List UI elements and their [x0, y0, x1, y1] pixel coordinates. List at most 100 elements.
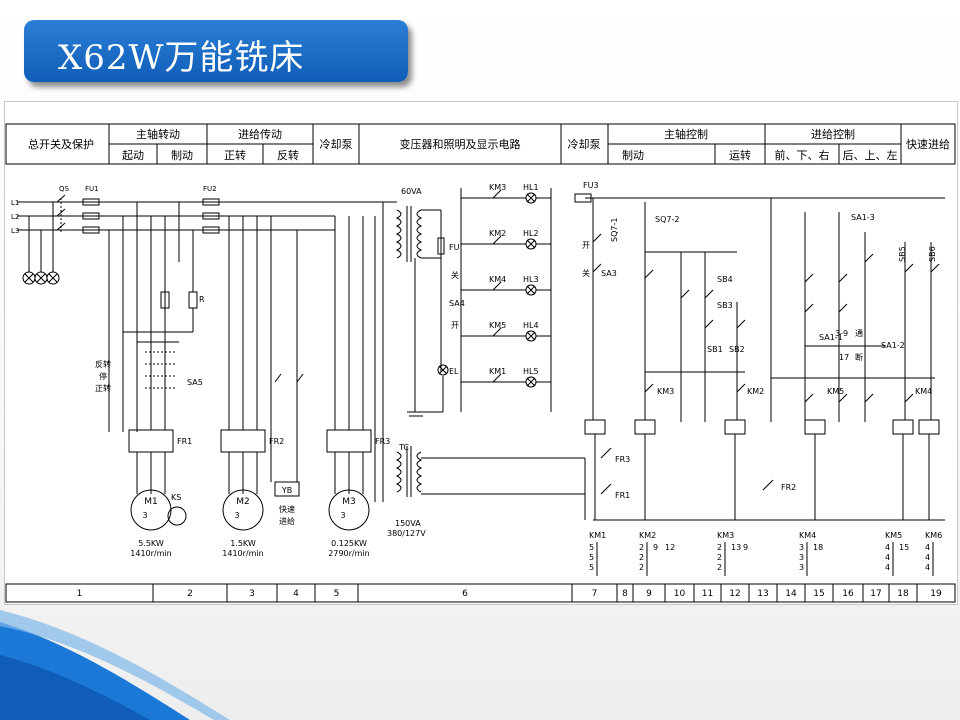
- lamp-hl-label: HL5: [523, 367, 539, 376]
- contact-table-value: 2: [717, 563, 722, 572]
- contactor-coil: [724, 419, 746, 435]
- lamp-contact: [492, 189, 502, 199]
- label-break: 断: [855, 352, 863, 362]
- lamp-km-label: KM5: [489, 321, 506, 330]
- hdr-back-up-left: 后、上、左: [843, 149, 898, 162]
- lamp-hl-label: HL2: [523, 229, 539, 238]
- label-tc: TC: [398, 443, 409, 452]
- zone-number-14: 14: [785, 589, 797, 599]
- hdr-forward: 正转: [224, 148, 246, 162]
- contact-table-value: 2: [639, 553, 644, 562]
- contactor-coil: [892, 419, 914, 435]
- label-fu: FU: [449, 243, 460, 252]
- hdr-feed-control: 进给控制: [811, 127, 855, 141]
- label-sa1-1: SA1-1: [819, 333, 843, 342]
- coil-label: KM5: [827, 387, 844, 396]
- contact-table-value: 4: [925, 553, 930, 562]
- zone-number-18: 18: [897, 589, 909, 599]
- contact-table-value: 4: [925, 563, 930, 572]
- m2-name: M2: [236, 497, 250, 507]
- m2-power: 1.5KW: [230, 539, 256, 548]
- contact-table-km: KM4: [799, 531, 816, 540]
- lamp-contact: [492, 327, 502, 337]
- contact-table-value: 4: [925, 543, 930, 552]
- power-lines: [17, 194, 335, 285]
- control-circuit: [574, 193, 945, 521]
- label-duan-num: 17: [839, 353, 849, 362]
- contact-table-value: 2: [717, 553, 722, 562]
- lamp-contact: [492, 235, 502, 245]
- transformer-circuit: [335, 188, 585, 502]
- label-voltage: 380/127V: [387, 529, 426, 538]
- label-quick-2: 进给: [279, 516, 295, 526]
- zone-number-7: 7: [592, 589, 598, 599]
- header-table: [5, 123, 956, 165]
- m3-speed: 2790r/min: [328, 549, 369, 558]
- label-sb6: SB6: [928, 246, 937, 262]
- hdr-feed-drive: 进给传动: [238, 128, 282, 141]
- label-sb1: SB1: [707, 345, 723, 354]
- label-sa1-3: SA1-3: [851, 213, 875, 222]
- contact-table-value: 13: [731, 543, 741, 552]
- label-yb: YB: [281, 486, 292, 495]
- contact-table-value: 3: [799, 563, 804, 572]
- label-dir-reverse: 反转: [95, 359, 111, 369]
- zone-number-4: 4: [293, 589, 299, 599]
- label-fu1: FU1: [85, 185, 99, 193]
- lamp-cross: [526, 285, 536, 295]
- contact-table-km: KM5: [885, 531, 902, 540]
- power-labels: L1 L2 L3 QS FU1 FU2: [11, 185, 217, 235]
- hdr-reverse: 反转: [277, 148, 299, 162]
- zone-number-19: 19: [930, 589, 942, 599]
- contactor-coil: [918, 419, 940, 435]
- label-off: 关: [451, 270, 459, 280]
- lamp-cross: [526, 239, 536, 249]
- m3-power: 0.125KW: [331, 539, 367, 548]
- contact-table-value: 5: [589, 543, 594, 552]
- m1-speed: 1410r/min: [130, 549, 171, 558]
- contact-table-value: 12: [665, 543, 675, 552]
- label-on-2: 开: [582, 241, 590, 250]
- lamp-hl-label: HL3: [523, 275, 539, 284]
- contact-table-value: 4: [885, 563, 890, 572]
- label-fr3: FR3: [615, 455, 630, 464]
- zone-number-3: 3: [249, 589, 255, 599]
- slide-title: X62W万能铣床: [58, 38, 305, 78]
- label-l2: L2: [11, 213, 19, 221]
- lamp-contact: [492, 281, 502, 291]
- title-banner: [24, 20, 408, 82]
- label-sa5: SA5: [187, 378, 203, 387]
- header-labels: 总开关及保护 主轴转动 进给传动 冷却泵 变压器和照明及显示电路 冷却泵 主轴控…: [28, 127, 950, 162]
- label-sq7-1: SQ7-1: [610, 218, 619, 242]
- label-el: EL: [449, 367, 459, 376]
- hdr-spindle-control: 主轴控制: [664, 127, 708, 141]
- lamp-hl-label: HL1: [523, 183, 539, 192]
- label-dir-stop: 停: [99, 371, 107, 381]
- lamp-km-label: KM2: [489, 229, 506, 238]
- lamp-km-label: KM3: [489, 183, 506, 192]
- contactor-coil: [584, 419, 606, 435]
- hdr-run: 运转: [729, 148, 751, 162]
- contact-table-km: KM3: [717, 531, 734, 540]
- m2-fr-label: FR2: [269, 437, 284, 446]
- label-on: 开: [451, 321, 459, 330]
- contact-table-value: 4: [885, 553, 890, 562]
- zone-number-11: 11: [702, 589, 713, 599]
- contact-table-value: 9: [653, 543, 658, 552]
- label-pass: 通: [855, 328, 863, 338]
- label-l1: L1: [11, 199, 19, 207]
- label-r: R: [199, 295, 205, 304]
- coil-label: KM2: [747, 387, 764, 396]
- label-sb3: SB3: [717, 301, 733, 310]
- contact-table-value: 18: [813, 543, 823, 552]
- zone-number-5: 5: [334, 589, 340, 599]
- circuit-diagram: 总开关及保护 主轴转动 进给传动 冷却泵 变压器和照明及显示电路 冷却泵 主轴控…: [5, 123, 956, 603]
- label-fu2: FU2: [203, 185, 217, 193]
- m1-phase: 3: [142, 511, 147, 520]
- hdr-coolant-pump-2: 冷却泵: [568, 138, 601, 151]
- transformer-labels: 60VA FU 关 SA4 开 EL TC 150VA 380/127V: [387, 187, 465, 538]
- corner-decoration: [0, 610, 230, 720]
